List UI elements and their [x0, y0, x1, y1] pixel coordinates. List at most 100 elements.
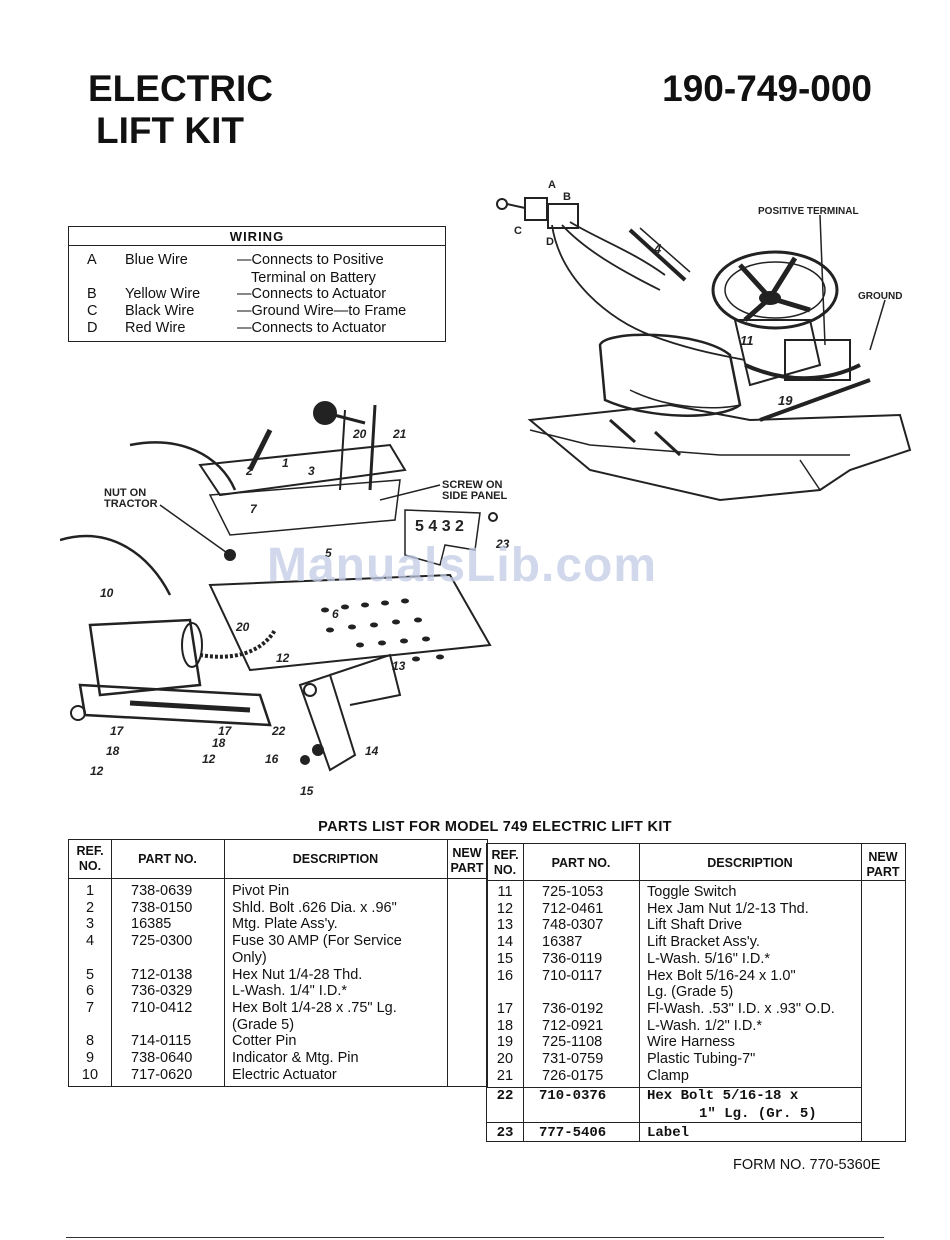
cell-ref: 9 [85, 1050, 95, 1066]
wire-letter: A [87, 252, 97, 268]
actuator-assembly-diagram: NUT ON TRACTOR SCREW ON SIDE PANEL 5 4 3… [60, 401, 510, 798]
cell-part-no: 16385 [131, 916, 172, 933]
wiring-row: B Yellow Wire —Connects to Actuator [69, 286, 445, 303]
callout-6: 6 [332, 607, 339, 621]
cell-description: Toggle Switch [647, 884, 737, 900]
cell-part-no: 710-0117 [542, 967, 603, 984]
col-description: DESCRIPTION [292, 852, 379, 866]
cell-ref: 22 [496, 1088, 514, 1104]
cell-part-no: 736-0192 [542, 1000, 604, 1017]
wiring-row: D Red Wire —Connects to Actuator [69, 320, 445, 337]
cell-part-no: 725-0300 [131, 933, 193, 950]
cell-description: Shld. Bolt .626 Dia. x .96" [232, 899, 397, 916]
table-row: 1" Lg. (Gr. 5) [487, 1106, 905, 1123]
wire-desc: Terminal on Battery [251, 270, 376, 286]
table-row: 1 738-0639 Pivot Pin [69, 883, 487, 900]
wire-letter: C [87, 303, 98, 319]
cell-part-no: 738-0639 [131, 883, 193, 899]
cell-description: Lift Shaft Drive [647, 917, 743, 934]
cell-part-no: 710-0376 [539, 1088, 607, 1104]
cell-part-no: 736-0329 [131, 983, 193, 1000]
callout-18: 18 [106, 744, 120, 758]
cell-part-no: 717-0620 [131, 1066, 193, 1083]
cell-description: Electric Actuator [232, 1066, 337, 1083]
cell-description: 1" Lg. (Gr. 5) [699, 1106, 817, 1122]
wiring-row: Terminal on Battery [69, 270, 445, 287]
callout-19: 19 [778, 393, 793, 408]
cell-description: L-Wash. 1/2" I.D.* [647, 1017, 763, 1034]
callout-23: 23 [495, 537, 510, 551]
col-ref: REF.NO. [76, 844, 104, 873]
wire-desc: —Connects to Actuator [237, 286, 387, 302]
wire-letter: D [87, 320, 98, 336]
wire-desc: —Connects to Actuator [237, 320, 387, 336]
cell-ref: 21 [496, 1067, 514, 1084]
callout-17: 17 [110, 724, 125, 738]
cell-ref: 12 [496, 900, 514, 917]
cell-description: Hex Jam Nut 1/2-13 Thd. [647, 900, 809, 917]
wire-desc: —Connects to Positive [237, 252, 384, 268]
cell-description: Indicator & Mtg. Pin [232, 1050, 359, 1066]
wire-desc: —Ground Wire—to Frame [237, 303, 407, 319]
cell-part-no: 712-0138 [131, 966, 193, 983]
wire-letter: B [87, 286, 97, 302]
cell-part-no: 738-0150 [131, 899, 193, 916]
cell-part-no: 736-0119 [542, 950, 603, 967]
cell-description: Hex Nut 1/4-28 Thd. [232, 966, 363, 983]
title-line-2: LIFT KIT [96, 110, 244, 151]
callout-2: 2 [245, 464, 253, 478]
cell-ref: 13 [496, 917, 514, 934]
label-nut-on: NUT ON [104, 487, 146, 499]
cell-description: L-Wash. 5/16" I.D.* [647, 950, 771, 967]
cell-part-no: 748-0307 [542, 917, 604, 934]
label-ground: GROUND [858, 291, 902, 302]
cell-ref: 18 [496, 1017, 514, 1034]
cell-part-no: 725-1053 [542, 884, 604, 900]
col-part-no: PART NO. [551, 856, 611, 870]
cell-ref: 2 [85, 899, 95, 916]
cell-part-no: 731-0759 [542, 1051, 604, 1067]
form-code: 190-749-000 [662, 68, 872, 109]
col-part-no: PART NO. [138, 852, 197, 866]
cell-description: Plastic Tubing-7" [647, 1051, 756, 1067]
tractor-seat-diagram: A B C D 4 POSITIVE TERMINAL GROUND 11 19 [496, 179, 912, 502]
cell-ref: 14 [496, 934, 514, 951]
callout-20: 20 [235, 620, 250, 634]
label-side-panel: SIDE PANEL [442, 490, 507, 502]
callout-10: 10 [100, 586, 114, 600]
wire-color: Red Wire [125, 320, 186, 336]
label-screw-on: SCREW ON [442, 479, 503, 491]
cell-part-no: 712-0921 [542, 1017, 604, 1034]
callout-21: 21 [392, 427, 407, 441]
wire-color: Black Wire [125, 303, 195, 319]
callout-15: 15 [300, 784, 314, 798]
cell-part-no: 726-0175 [542, 1067, 604, 1084]
cell-part-no: 710-0412 [131, 999, 193, 1016]
table-row: Only) [69, 950, 487, 967]
cell-description: Pivot Pin [232, 883, 290, 899]
cell-ref: 16 [496, 967, 514, 984]
callout-20-b: 20 [352, 427, 367, 441]
cell-description: Fuse 30 AMP (For Service [232, 933, 402, 950]
cell-description: L-Wash. 1/4" I.D.* [232, 983, 348, 1000]
label-a: A [548, 179, 556, 191]
cell-ref: 20 [496, 1051, 514, 1067]
cell-part-no: 714-0115 [131, 1033, 192, 1050]
col-ref: REF.NO. [491, 848, 519, 877]
cell-ref: 17 [496, 1000, 514, 1017]
label-c: C [514, 225, 522, 237]
cell-ref: 1 [85, 883, 95, 899]
cell-part-no: 738-0640 [131, 1050, 193, 1066]
